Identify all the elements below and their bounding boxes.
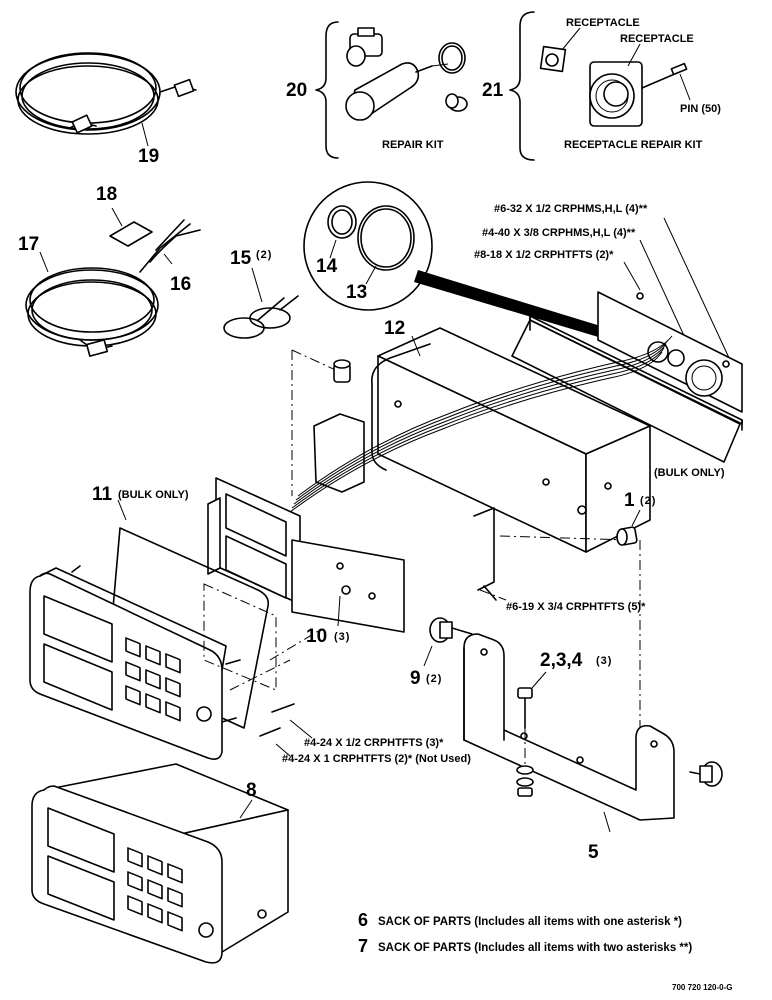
hardware-label-5: #4-24 X 1/2 CRPHTFTS (3)*: [304, 737, 444, 749]
receptacle-repair-kit-21: [509, 11, 691, 161]
receptacle-small-label: RECEPTACLE: [566, 17, 640, 29]
callout-15-qty: (2): [256, 249, 272, 261]
rear-connector-plate: [529, 291, 743, 431]
callout-1: 1: [624, 490, 635, 511]
mounting-bracket-5: [463, 633, 675, 833]
hardware-label-6: #4-24 X 1 CRPHTFTS (2)* (Not Used): [282, 753, 471, 765]
callout-10-qty: (3): [334, 631, 350, 643]
callout-11-front-note: (BULK ONLY): [118, 489, 189, 501]
callout-9-qty: (2): [426, 673, 442, 685]
o-ring-detail: [303, 181, 646, 350]
callout-1-qty: (2): [640, 495, 656, 507]
wire-harness: [289, 335, 673, 513]
note-6-text: SACK OF PARTS (Includes all items with o…: [378, 916, 682, 928]
front-bezel: [29, 565, 277, 760]
tag-18: [109, 207, 153, 247]
callout-16: 16: [170, 274, 191, 295]
drawing-number: 700 720 120-0-G: [672, 983, 733, 992]
callout-8: 8: [246, 780, 257, 801]
repair-kit-20: [315, 21, 468, 159]
hardware-label-3: #8-18 X 1/2 CRPHTFTS (2)*: [474, 249, 614, 261]
callout-11-front: 11: [92, 484, 113, 505]
callout-5: 5: [588, 842, 599, 863]
rear-gasket-11: [511, 319, 741, 463]
note-7-number: 7: [358, 936, 368, 956]
bracket-left: [313, 413, 365, 493]
pin-label: PIN (50): [680, 103, 721, 115]
callout-18: 18: [96, 184, 117, 205]
callout-12: 12: [384, 318, 405, 339]
callout-21: 21: [482, 80, 504, 101]
knob-right: [689, 761, 723, 787]
callout-9: 9: [410, 668, 421, 689]
callout-2-3-4-qty: (3): [596, 655, 612, 667]
note-7-text: SACK OF PARTS (Includes all items with t…: [378, 942, 692, 954]
callout-14: 14: [316, 256, 338, 277]
receptacle-large-label: RECEPTACLE: [620, 33, 694, 45]
knob-9: [423, 617, 473, 667]
note-6-number: 6: [358, 910, 368, 930]
cable-assembly-17: [25, 219, 201, 357]
note-6: 6 SACK OF PARTS (Includes all items with…: [358, 910, 682, 930]
enclosure-12: [371, 327, 651, 553]
alignment-lines: [229, 349, 641, 740]
note-7: 7 SACK OF PARTS (Includes all items with…: [358, 936, 692, 956]
screw-washer-nut-2-3-4: [516, 671, 547, 797]
receptacle-repair-kit-label: RECEPTACLE REPAIR KIT: [564, 139, 703, 151]
callout-19: 19: [138, 146, 159, 167]
cable-coil-19: [15, 52, 197, 147]
hardware-label-4: #6-19 X 3/4 CRPHTFTS (5)*: [506, 601, 646, 613]
hardware-label-1: #6-32 X 1/2 CRPHMS,H,L (4)**: [494, 203, 648, 215]
bracket-right: [473, 507, 495, 591]
callout-20: 20: [286, 80, 307, 101]
callout-13: 13: [346, 282, 367, 303]
callout-11-rear-note: (BULK ONLY): [654, 467, 725, 479]
callout-17: 17: [18, 234, 39, 255]
display-module: [207, 477, 405, 633]
cable-ties-15: [223, 267, 299, 339]
bushing-1: [616, 509, 641, 546]
assembled-unit-8: [31, 763, 289, 964]
front-gasket-11: [107, 527, 270, 729]
hardware-label-2: #4-40 X 3/8 CRPHMS,H,L (4)**: [482, 227, 636, 239]
callout-10: 10: [306, 626, 327, 647]
repair-kit-label: REPAIR KIT: [382, 139, 444, 151]
callout-15: 15: [230, 248, 252, 269]
callout-2-3-4: 2,3,4: [540, 650, 583, 671]
standoff: [333, 359, 351, 383]
